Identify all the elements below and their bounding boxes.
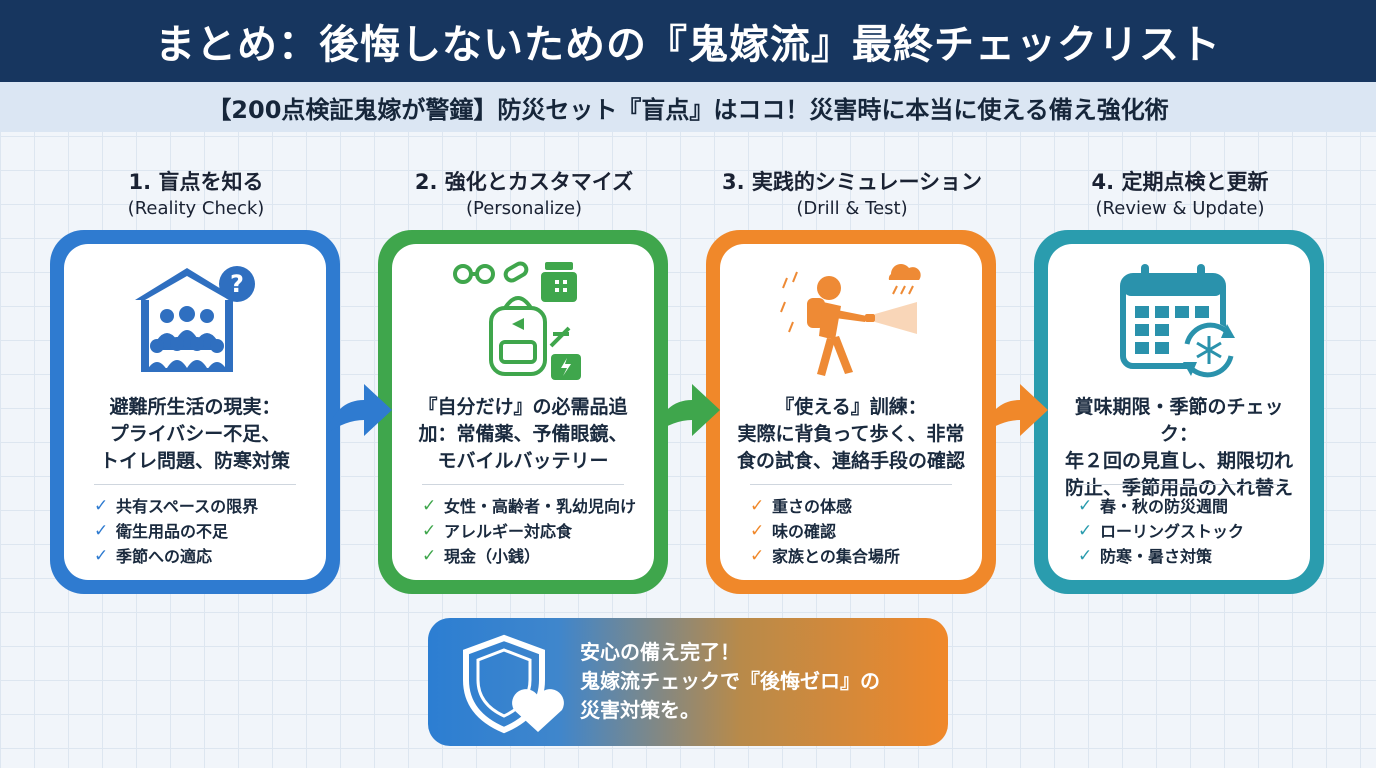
check-icon: ✓ — [422, 496, 437, 516]
step-3-description: 『使える』訓練： 実際に背負って歩く、非常 食の試食、連絡手段の確認 — [736, 396, 965, 472]
banner-message: 安心の備え完了！ 鬼嫁流チェックで『後悔ゼロ』の 災害対策を。 — [580, 640, 880, 722]
check-icon: ✓ — [422, 521, 437, 541]
check-icon: ✓ — [1078, 546, 1093, 566]
divider — [1078, 484, 1280, 485]
check-icon: ✓ — [1078, 496, 1093, 516]
step-4-checklist: ✓春・秋の防災週間 ✓ローリングストック ✓防寒・暑さ対策 — [1078, 494, 1300, 569]
list-item: ✓ローリングストック — [1078, 519, 1300, 544]
svg-text:?: ? — [230, 270, 244, 298]
step-1-description: 避難所生活の現実： プライバシー不足、 トイレ問題、防寒対策 — [99, 396, 290, 472]
page-title: まとめ：後悔しないための『鬼嫁流』最終チェックリスト — [0, 0, 1376, 82]
step-4-card: 賞味期限・季節のチェック： 年２回の見直し、期限切れ 防止、季節用品の入れ替え … — [1034, 230, 1324, 594]
check-icon: ✓ — [422, 546, 437, 566]
divider — [750, 484, 952, 485]
list-item: ✓アレルギー対応食 — [422, 519, 644, 544]
divider — [94, 484, 296, 485]
check-icon: ✓ — [94, 546, 109, 566]
step-4-subtitle: (Review & Update) — [1095, 198, 1265, 219]
list-item: ✓春・秋の防災週間 — [1078, 494, 1300, 519]
check-icon: ✓ — [750, 496, 765, 516]
divider — [422, 484, 624, 485]
step-3-title: 3. 実践的シミュレーション — [721, 170, 983, 194]
completion-banner: 安心の備え完了！ 鬼嫁流チェックで『後悔ゼロ』の 災害対策を。 — [428, 618, 948, 746]
step-2-checklist: ✓女性・高齢者・乳幼児向け ✓アレルギー対応食 ✓現金（小銭） — [422, 494, 644, 569]
step-4-description: 賞味期限・季節のチェック： 年２回の見直し、期限切れ 防止、季節用品の入れ替え — [1064, 396, 1293, 499]
step-2-card: 『自分だけ』の必需品追 加：常備薬、予備眼鏡、 モバイルバッテリー ✓女性・高齢… — [378, 230, 668, 594]
list-item: ✓女性・高齢者・乳幼児向け — [422, 494, 644, 519]
check-icon: ✓ — [750, 521, 765, 541]
check-icon: ✓ — [1078, 521, 1093, 541]
arrow-right-icon — [326, 384, 392, 436]
check-icon: ✓ — [750, 546, 765, 566]
list-item: ✓衛生用品の不足 — [94, 519, 316, 544]
step-1-title: 1. 盲点を知る — [128, 170, 264, 194]
step-3-checklist: ✓重さの体感 ✓味の確認 ✓家族との集合場所 — [750, 494, 972, 569]
shelter-crowd-question-icon: ? — [64, 258, 326, 382]
walking-evacuee-icon — [720, 258, 982, 382]
step-4-heading: 4. 定期点検と更新 (Review & Update) — [1030, 168, 1330, 222]
step-1-subtitle: (Reality Check) — [127, 198, 265, 219]
list-item: ✓重さの体感 — [750, 494, 972, 519]
custom-backpack-icon — [392, 258, 654, 382]
list-item: ✓家族との集合場所 — [750, 544, 972, 569]
check-icon: ✓ — [94, 496, 109, 516]
calendar-refresh-icon — [1048, 258, 1310, 382]
shield-heart-icon — [458, 632, 568, 740]
step-1-card: ? 避難所生活の現実： プライバシー不足、 トイレ問題、防寒対策 ✓共有スペース… — [50, 230, 340, 594]
check-icon: ✓ — [94, 521, 109, 541]
list-item: ✓共有スペースの限界 — [94, 494, 316, 519]
step-2-subtitle: (Personalize) — [465, 198, 583, 219]
step-2-title: 2. 強化とカスタマイズ — [414, 170, 634, 194]
step-4-title: 4. 定期点検と更新 — [1091, 170, 1269, 194]
step-3-card: 『使える』訓練： 実際に背負って歩く、非常 食の試食、連絡手段の確認 ✓重さの体… — [706, 230, 996, 594]
list-item: ✓防寒・暑さ対策 — [1078, 544, 1300, 569]
step-3-subtitle: (Drill & Test) — [796, 198, 908, 219]
list-item: ✓季節への適応 — [94, 544, 316, 569]
list-item: ✓味の確認 — [750, 519, 972, 544]
arrow-right-icon — [654, 384, 720, 436]
page-subtitle: 【200点検証鬼嫁が警鐘】防災セット『盲点』はココ！災害時に本当に使える備え強化… — [0, 82, 1376, 132]
step-1-heading: 1. 盲点を知る (Reality Check) — [46, 168, 346, 222]
list-item: ✓現金（小銭） — [422, 544, 644, 569]
arrow-right-icon — [982, 384, 1048, 436]
step-1-checklist: ✓共有スペースの限界 ✓衛生用品の不足 ✓季節への適応 — [94, 494, 316, 569]
step-2-description: 『自分だけ』の必需品追 加：常備薬、予備眼鏡、 モバイルバッテリー — [418, 396, 628, 472]
step-2-heading: 2. 強化とカスタマイズ (Personalize) — [374, 168, 674, 222]
step-3-heading: 3. 実践的シミュレーション (Drill & Test) — [702, 168, 1002, 222]
